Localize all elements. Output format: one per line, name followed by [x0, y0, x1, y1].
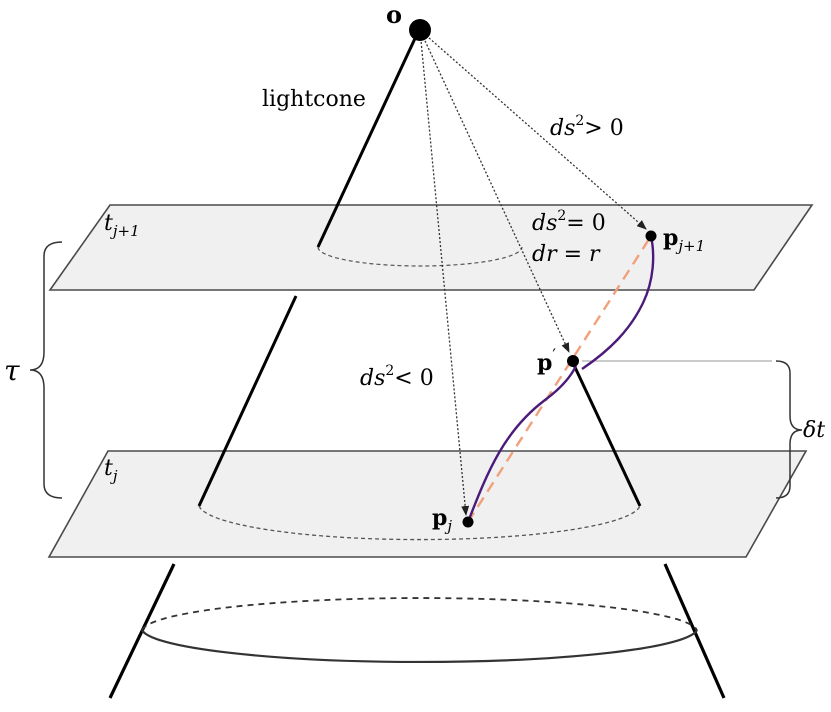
- spacelike-label: ds2> 0: [550, 113, 624, 141]
- lower-cone-rim-back: [141, 597, 698, 631]
- p-current-label: pj: [432, 505, 452, 535]
- arrow-timelike: [419, 29, 470, 516]
- mid-cone-left-edge: [197, 295, 298, 507]
- point-p-j-plus-1: [645, 230, 657, 242]
- null-label: ds2= 0: [532, 208, 606, 236]
- arrow-null: [419, 29, 570, 353]
- origin-point: [409, 19, 431, 41]
- lower-cone-right-edge: [663, 563, 726, 699]
- plane-bottom-label: tj: [104, 456, 118, 485]
- point-p-j: [462, 516, 474, 528]
- delta-t-brace: [775, 360, 803, 499]
- upper-cone-left-edge: [316, 31, 420, 248]
- p-prime-label: p′: [537, 345, 556, 376]
- dr-label: dr = r: [532, 242, 601, 267]
- plane-t-j: [47, 450, 808, 558]
- origin-label: o: [386, 0, 402, 29]
- plane-top-label: tj+1: [104, 211, 140, 240]
- tau-label: τ: [4, 354, 20, 387]
- straight-path: [466, 235, 653, 523]
- delta-t-label: δt: [803, 418, 825, 443]
- cone-section-dashed-bottom: [198, 505, 641, 541]
- point-p-prime: [567, 355, 579, 367]
- p-next-label: pj+1: [663, 225, 705, 255]
- timelike-label: ds2< 0: [360, 363, 434, 391]
- lower-cone-rim-front: [141, 629, 698, 664]
- lightcone-label: lightcone: [262, 87, 366, 112]
- plane-t-j-plus-1: [48, 204, 814, 291]
- tau-brace: [29, 241, 63, 499]
- trajectory-curve-lower: [466, 365, 578, 523]
- mid-cone-right-edge: [571, 362, 642, 507]
- cone-section-dashed-top: [317, 246, 523, 267]
- trajectory-curve-upper: [581, 235, 655, 370]
